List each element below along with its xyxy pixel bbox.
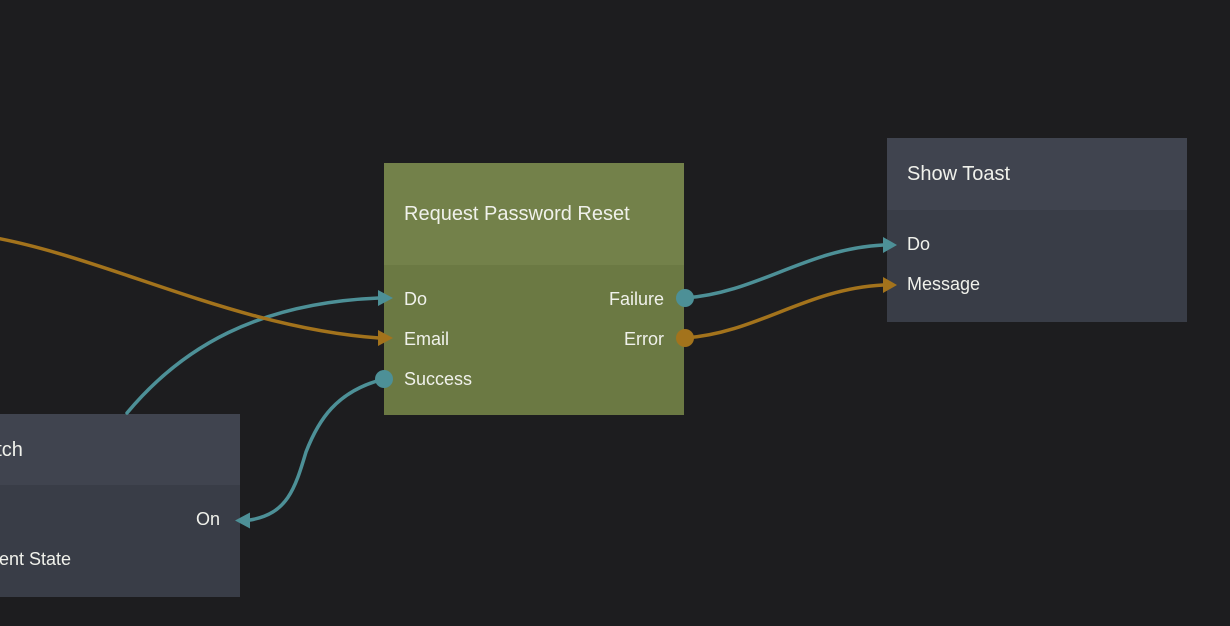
port-row-switch-on[interactable]: On xyxy=(0,499,240,539)
node-show-toast[interactable]: Show Toast Do Message xyxy=(887,138,1187,322)
node-switch-title: Switch xyxy=(0,438,23,461)
wire-failure-to-toast-do[interactable] xyxy=(683,243,885,300)
port-row-switch-current-state[interactable]: Current State xyxy=(0,539,240,579)
node-switch-header[interactable]: Switch xyxy=(0,414,240,485)
port-label-failure: Failure xyxy=(608,288,664,309)
port-label-error: Error xyxy=(624,328,664,349)
port-row-toast-message[interactable]: Message xyxy=(887,264,1187,304)
wire-success-to-switch-on[interactable] xyxy=(248,377,386,522)
node-toast-body: Do Message xyxy=(887,210,1187,322)
wire-to-request-do[interactable] xyxy=(125,296,381,415)
port-label-on: On xyxy=(195,508,220,529)
node-switch-body: On Current State xyxy=(0,485,240,597)
port-row-email-error[interactable]: Email Error xyxy=(384,319,684,359)
port-label-current-state: Current State xyxy=(0,548,72,569)
node-toast-title: Show Toast xyxy=(907,163,1011,185)
node-request-body: Do Failure Email Error Success xyxy=(384,265,684,415)
port-label-success: Success xyxy=(404,368,473,389)
node-request-password-reset[interactable]: Request Password Reset Do Failure Email … xyxy=(384,163,684,415)
node-request-header[interactable]: Request Password Reset xyxy=(384,163,684,265)
wire-error-to-toast-message[interactable] xyxy=(683,283,885,340)
port-row-toast-do[interactable]: Do xyxy=(887,224,1187,264)
port-row-do-failure[interactable]: Do Failure xyxy=(384,279,684,319)
port-label-email: Email xyxy=(404,328,450,349)
port-label-do: Do xyxy=(404,288,428,309)
port-label-toast-message: Message xyxy=(907,273,981,294)
port-label-toast-do: Do xyxy=(907,233,931,254)
port-row-success[interactable]: Success xyxy=(384,359,684,399)
node-request-title: Request Password Reset xyxy=(404,203,630,225)
node-toast-header[interactable]: Show Toast xyxy=(887,138,1187,210)
node-switch[interactable]: Switch On Current State xyxy=(0,414,240,597)
wire-to-request-email[interactable] xyxy=(0,237,381,340)
